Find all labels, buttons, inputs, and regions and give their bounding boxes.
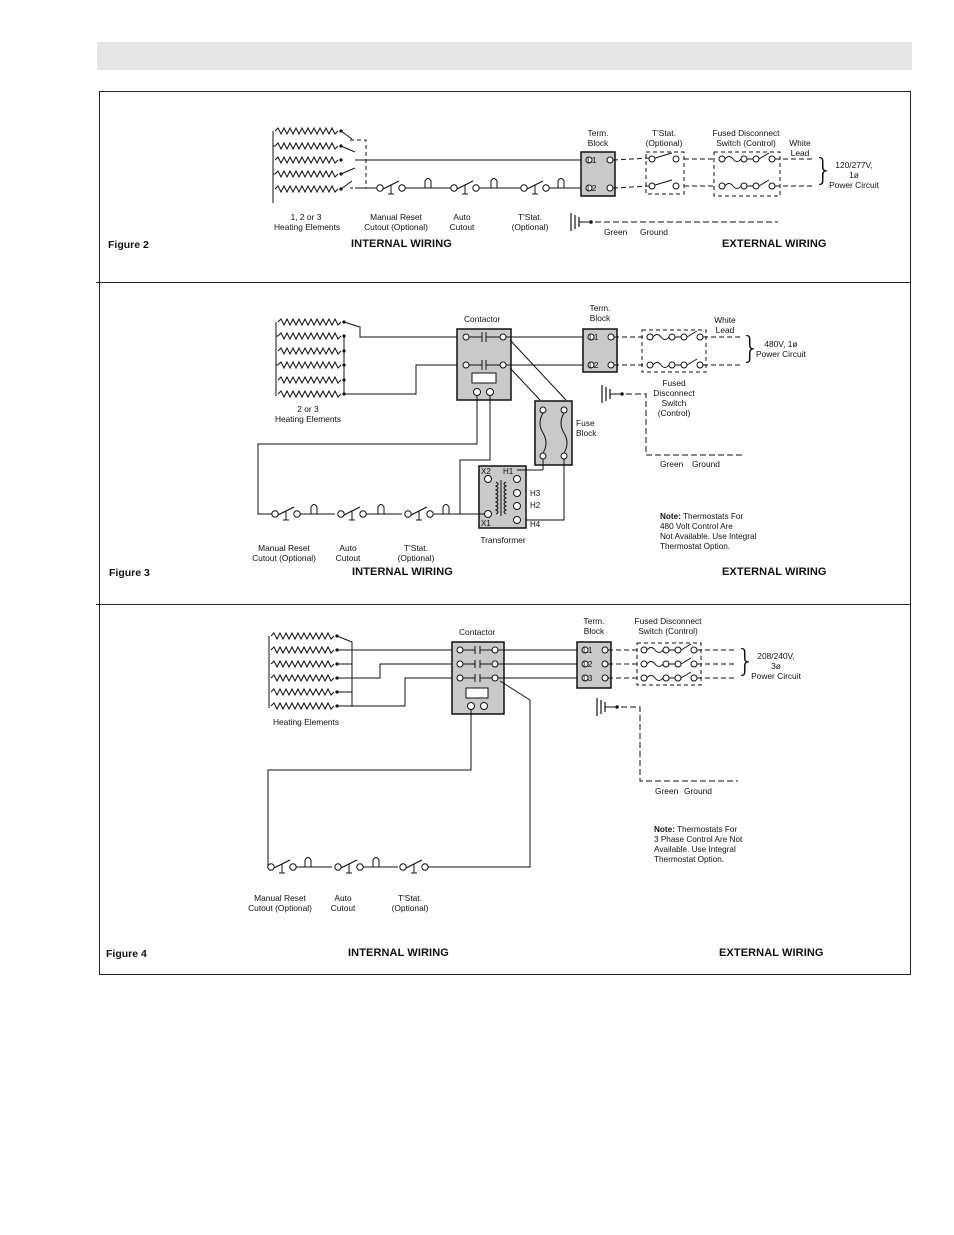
fig4-l2-label: L2 (583, 659, 593, 669)
figure-divider-2-3 (96, 282, 911, 283)
fig4-title: Figure 4 (106, 948, 147, 960)
fig4-internal-title: INTERNAL WIRING (348, 947, 449, 959)
fig4-term-block-label: Term.Block (583, 616, 605, 636)
fig2-ground-label: Ground (640, 227, 668, 237)
fig3-power-brace: } (741, 331, 761, 366)
fig2-term-block-label: Term.Block (587, 128, 609, 148)
fig2-l1-label: L1 (587, 155, 597, 165)
fig3-h4-label: H4 (530, 520, 541, 529)
fig3-x2-label: X2 (481, 467, 491, 476)
fig4-elements-label: Heating Elements (272, 717, 340, 727)
fig4-tstat-internal-label: T'Stat.(Optional) (391, 893, 429, 913)
fig3-x1-label: X1 (481, 519, 491, 528)
fig3-l2-label: L2 (589, 360, 599, 370)
fig2-tstat-internal-label: T'Stat.(Optional) (511, 212, 549, 232)
fig4-l1-label: L1 (583, 645, 593, 655)
fig2-tstat-external-label: T'Stat.(Optional) (645, 128, 683, 148)
fig3-green-label: Green (660, 459, 684, 469)
fig4-ground-label: Ground (684, 786, 712, 796)
fig2-title: Figure 2 (108, 239, 149, 251)
fig3-tstat-internal-label: T'Stat.(Optional) (397, 543, 435, 563)
fig2-internal-title: INTERNAL WIRING (351, 238, 452, 250)
fig2-power-brace: } (814, 153, 834, 188)
fig2-green-label: Green (604, 227, 628, 237)
fig4-green-label: Green (655, 786, 679, 796)
page-header-band (97, 42, 912, 70)
figure-4-diagram (267, 632, 738, 874)
fig3-title: Figure 3 (109, 567, 150, 579)
fig4-contactor-label: Contactor (459, 627, 496, 637)
fig3-h1-label: H1 (503, 467, 514, 476)
fig3-internal-title: INTERNAL WIRING (352, 566, 453, 578)
fig3-note: Note: Thermostats For 480 Volt Control A… (660, 512, 757, 551)
figure-2-diagram (272, 127, 815, 232)
figure-3-diagram (257, 318, 742, 529)
figures-frame (99, 91, 911, 975)
fig3-h3-label: H3 (530, 489, 541, 498)
fig4-l3-label: L3 (583, 673, 593, 683)
figure-divider-3-4 (96, 604, 911, 605)
fig3-contactor-label: Contactor (464, 314, 501, 324)
fig3-h2-label: H2 (530, 501, 541, 510)
fig2-external-title: EXTERNAL WIRING (722, 238, 827, 250)
fig2-l2-label: L2 (587, 183, 597, 193)
fig4-power-brace: } (736, 644, 756, 679)
fig4-external-title: EXTERNAL WIRING (719, 947, 824, 959)
fig3-l1-label: L1 (589, 332, 599, 342)
fig3-ground-label: Ground (692, 459, 720, 469)
fig3-term-block-label: Term.Block (589, 303, 611, 323)
fig3-external-title: EXTERNAL WIRING (722, 566, 827, 578)
fig3-transformer-label: Transformer (480, 535, 526, 545)
fig4-note: Note: Thermostats For 3 Phase Control Ar… (654, 825, 743, 864)
